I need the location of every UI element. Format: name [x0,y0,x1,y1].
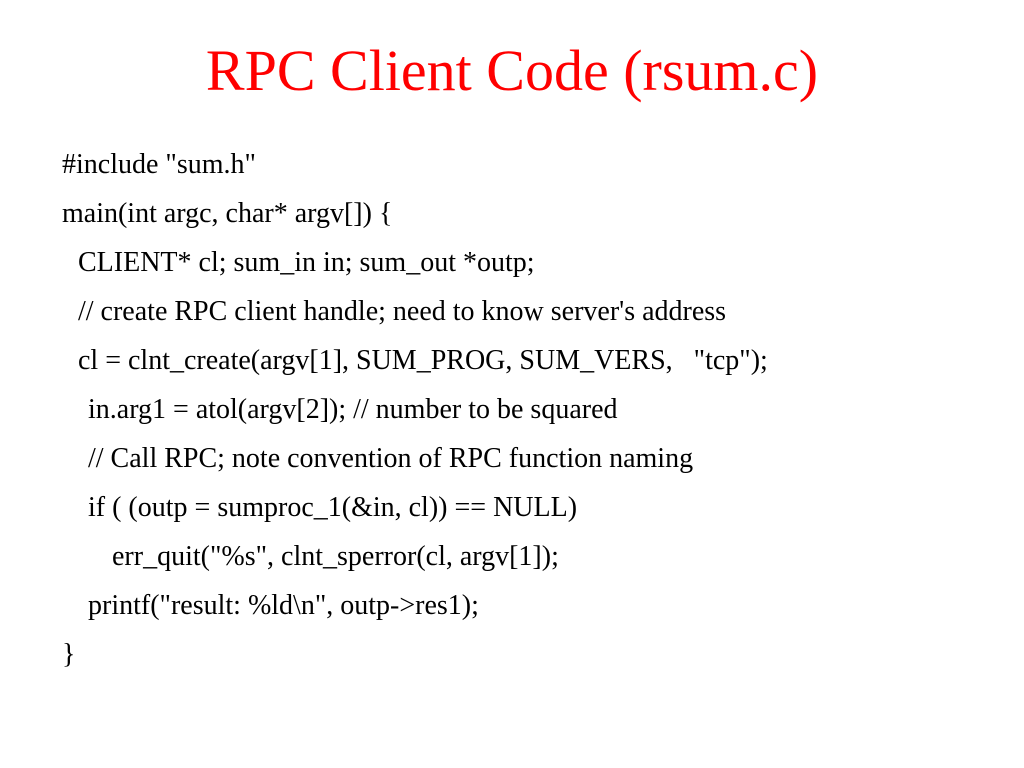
code-line: if ( (outp = sumproc_1(&in, cl)) == NULL… [88,492,578,523]
code-line: in.arg1 = atol(argv[2]); // number to be… [88,394,618,425]
slide-title: RPC Client Code (rsum.c) [205,38,819,103]
code-line: cl = clnt_create(argv[1], SUM_PROG, SUM_… [78,345,768,376]
code-line: // Call RPC; note convention of RPC func… [88,443,694,474]
code-line: printf("result: %ld\n", outp->res1); [88,590,479,621]
code-line: #include "sum.h" [62,149,256,180]
code-line: // create RPC client handle; need to kno… [78,296,727,327]
code-line: } [62,639,76,670]
code-line: main(int argc, char* argv[]) { [62,198,393,229]
code-line: CLIENT* cl; sum_in in; sum_out *outp; [78,247,535,278]
code-line: err_quit("%s", clnt_sperror(cl, argv[1])… [112,541,559,572]
